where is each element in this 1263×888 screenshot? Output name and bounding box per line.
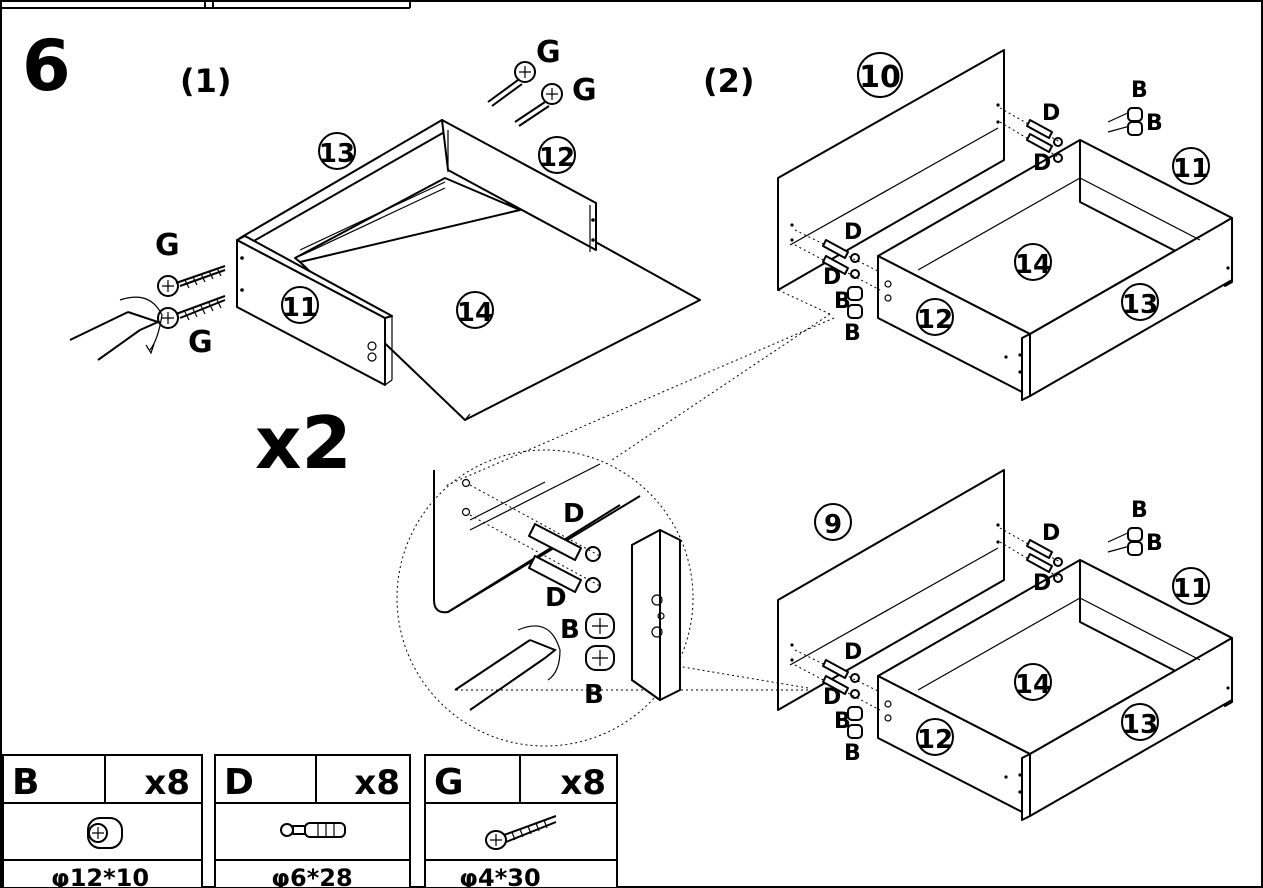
quantity-multiplier: x2 (255, 401, 352, 485)
hardware-label-d: D (823, 685, 841, 710)
screwdriver-icon (69, 296, 163, 361)
hardware-quantity: x8 (560, 763, 606, 803)
hardware-label-b: B (834, 709, 851, 734)
step-number: 6 (22, 25, 71, 107)
hardware-size: φ12*10 (51, 864, 149, 888)
hardware-label-b: B (1146, 111, 1163, 136)
hardware-label-b: B (560, 615, 580, 645)
drawer-front-panel-10 (777, 49, 1005, 291)
svg-text:11: 11 (1173, 574, 1209, 604)
hardware-label-d: D (563, 499, 585, 529)
hardware-label-d: D (1042, 521, 1060, 546)
zoom-detail-circle (396, 313, 835, 747)
svg-text:13: 13 (1122, 290, 1158, 320)
cam-lock-icon (87, 817, 123, 849)
hardware-label-g: G (572, 73, 597, 108)
svg-text:9: 9 (824, 510, 842, 540)
wood-screw-icon (514, 83, 563, 127)
svg-text:12: 12 (539, 143, 575, 173)
hardware-label-d: D (1033, 151, 1051, 176)
svg-text:11: 11 (282, 293, 318, 323)
part-label-11: 11 (1172, 147, 1210, 185)
part-label-11: 11 (281, 286, 319, 324)
part-label-9: 9 (814, 503, 852, 541)
hardware-size: φ4*30 (459, 864, 540, 888)
hardware-label-b: B (1131, 78, 1148, 103)
header-strip (0, 0, 411, 9)
drawer-step-2-lower-illustration (777, 469, 1233, 821)
hardware-label-b: B (834, 289, 851, 314)
hardware-label-g: G (188, 325, 213, 360)
svg-text:12: 12 (917, 305, 953, 335)
hardware-table: B x8 φ12*10 D x8 φ6*28 (2, 754, 618, 888)
drawer-side-panel-right (441, 119, 597, 251)
drawer-front-panel-9 (777, 469, 1005, 711)
hardware-label-d: D (1042, 101, 1060, 126)
hardware-label-b: B (1146, 531, 1163, 556)
drawer-step-2-upper-illustration (777, 49, 1233, 401)
hardware-label-g: G (536, 35, 561, 70)
hardware-quantity: x8 (354, 763, 400, 803)
hardware-label-b: B (584, 680, 604, 710)
hardware-label-d: D (844, 640, 862, 665)
hardware-label-d: D (545, 583, 567, 613)
cam-bolt-icon (280, 822, 346, 838)
part-label-14: 14 (1014, 663, 1052, 701)
hardware-label-b: B (1131, 498, 1148, 523)
wood-screw-icon (157, 295, 226, 329)
part-label-13: 13 (1121, 283, 1159, 321)
svg-text:11: 11 (1173, 154, 1209, 184)
part-label-10: 10 (857, 52, 903, 98)
part-label-12: 12 (916, 298, 954, 336)
svg-text:13: 13 (1122, 710, 1158, 740)
hardware-cell-d: D x8 φ6*28 (214, 754, 411, 888)
wood-screw-icon (157, 265, 226, 297)
part-label-11: 11 (1172, 567, 1210, 605)
svg-text:14: 14 (1015, 250, 1051, 280)
hardware-cell-b: B x8 φ12*10 (2, 754, 203, 888)
part-label-13: 13 (1121, 703, 1159, 741)
hardware-size: φ6*28 (271, 864, 352, 888)
drawer-step-1-illustration (236, 119, 701, 421)
svg-text:14: 14 (457, 298, 493, 328)
part-label-14: 14 (456, 291, 494, 329)
part-label-13: 13 (318, 132, 356, 170)
hardware-letter: D (224, 762, 254, 803)
hardware-cell-g: G x8 φ4*30 (424, 754, 618, 888)
hardware-label-g: G (155, 228, 180, 263)
hardware-letter: B (12, 762, 39, 803)
part-label-12: 12 (916, 718, 954, 756)
hardware-label-b: B (844, 741, 861, 766)
svg-text:13: 13 (319, 139, 355, 169)
hardware-label-d: D (823, 265, 841, 290)
part-label-14: 14 (1014, 243, 1052, 281)
hardware-letter: G (434, 762, 464, 803)
hardware-label-d: D (844, 220, 862, 245)
sub-step-1-label: (1) (180, 62, 232, 100)
hardware-label-b: B (844, 321, 861, 346)
hardware-quantity: x8 (144, 763, 190, 803)
sub-step-2-label: (2) (703, 62, 755, 100)
part-label-12: 12 (538, 136, 576, 174)
wood-screw-icon (485, 815, 557, 850)
svg-text:10: 10 (859, 60, 901, 95)
wood-screw-icon (487, 61, 536, 107)
hardware-label-d: D (1033, 571, 1051, 596)
svg-text:14: 14 (1015, 670, 1051, 700)
svg-text:12: 12 (917, 725, 953, 755)
